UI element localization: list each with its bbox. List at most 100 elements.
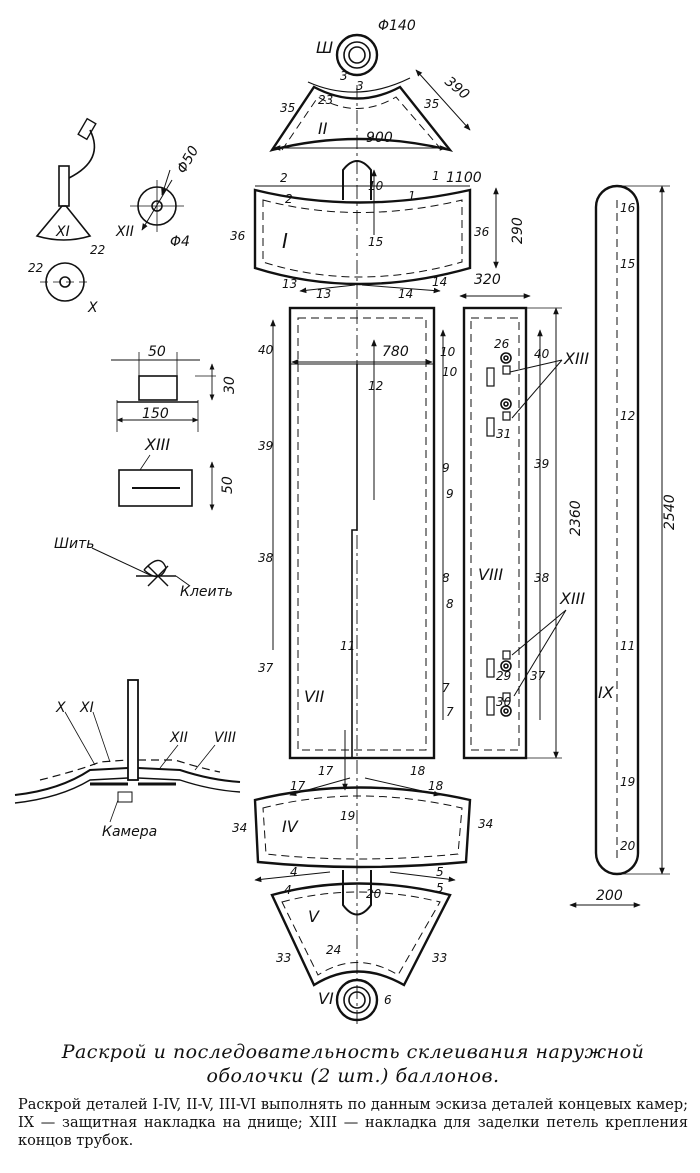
seam-18a: 18 <box>410 764 426 778</box>
label-part-viii: VIII <box>478 565 503 584</box>
dim-390: 390 <box>441 74 472 103</box>
label-part-vii: VII <box>304 687 325 706</box>
dim-phi50: Φ50 <box>174 143 202 176</box>
label-part-xiii-top: XIII <box>563 349 589 368</box>
seam-19: 19 <box>340 809 355 823</box>
seam-36a: 36 <box>230 229 246 243</box>
caption-title: Раскрой и последовательность склеивания … <box>61 1041 645 1087</box>
label-22-a: 22 <box>90 243 105 257</box>
stitch-symbol <box>91 547 191 587</box>
label-part-vi: VI <box>318 989 334 1008</box>
xiii-patch-sketch <box>111 352 216 511</box>
seam-13b: 13 <box>316 287 331 301</box>
xiii-leader-bottom <box>511 609 567 697</box>
dim-200: 200 <box>596 888 623 904</box>
label-xii-section: XII <box>169 730 188 746</box>
seam-30: 30 <box>496 695 512 709</box>
seam-9a: 9 <box>442 461 450 475</box>
seam-5a: 5 <box>436 865 444 879</box>
label-xii-sketch: XII <box>115 224 134 240</box>
label-part-xiii-bottom: XIII <box>559 589 585 608</box>
seam-15b: 15 <box>620 257 635 271</box>
caption-note: Раскрой деталей I-IV, II-V, III-VI выпол… <box>18 1097 688 1149</box>
seam-16: 16 <box>620 201 636 215</box>
xiii-leader-top <box>509 359 563 419</box>
label-part-iv: IV <box>282 817 299 836</box>
seam-4a: 4 <box>290 865 298 879</box>
label-part-iii: Ш <box>316 38 333 57</box>
seam-35a: 35 <box>280 101 295 115</box>
xiii-patches-top <box>486 352 512 437</box>
seam-1a: 1 <box>432 169 440 183</box>
seam-3b: 3 <box>356 79 364 93</box>
seam-15: 15 <box>368 235 383 249</box>
seam-2b: 2 <box>285 192 293 206</box>
label-viii-section: VIII <box>214 730 236 746</box>
part-viii-panel <box>462 306 528 760</box>
seam-31: 31 <box>496 427 511 441</box>
label-chamber: Камера <box>102 824 157 840</box>
part-v-sector <box>270 882 452 987</box>
dim-320: 320 <box>474 272 501 288</box>
seam-10b: 10 <box>442 365 458 379</box>
seam-13a: 13 <box>282 277 297 291</box>
part-i-panel <box>253 188 472 286</box>
label-part-ix: IX <box>598 683 615 702</box>
part-ii-slot <box>342 160 372 200</box>
seam-7a: 7 <box>442 681 450 695</box>
seam-14a: 14 <box>398 287 413 301</box>
seam-17a: 17 <box>318 764 334 778</box>
seam-36b: 36 <box>474 225 490 239</box>
seam-7b: 7 <box>446 705 454 719</box>
seam-3a: 3 <box>340 69 348 83</box>
figure-caption: Раскрой и последовательность склеивания … <box>18 1040 688 1150</box>
seam-12a: 12 <box>368 379 383 393</box>
seam-29: 29 <box>496 669 511 683</box>
seam-40b: 40 <box>534 347 550 361</box>
seam-38b: 38 <box>534 571 550 585</box>
part-iv-panel <box>253 786 472 869</box>
dim-30: 30 <box>222 376 238 394</box>
label-part-v: V <box>308 907 320 926</box>
label-part-i: I <box>282 229 288 253</box>
dim-50-side: 50 <box>220 476 236 494</box>
part-vi-ring <box>335 978 379 1022</box>
part-ii-sector <box>269 77 454 152</box>
seam-35b: 35 <box>424 97 439 111</box>
seam-39a: 39 <box>258 439 273 453</box>
seam-10: 10 <box>368 179 384 193</box>
seam-37b: 37 <box>530 669 546 683</box>
dim-290: 290 <box>510 217 526 244</box>
dim-150: 150 <box>142 406 169 422</box>
cutting-layout-drawing: Ш II I VII VIII IV V VI IX XIII XIII XII… <box>14 18 678 1025</box>
seam-9b: 9 <box>446 487 454 501</box>
label-part-xiii-sketch: XIII <box>144 435 170 454</box>
seam-14b: 14 <box>432 275 447 289</box>
dim-2360: 2360 <box>568 500 584 536</box>
dim-390-line <box>415 69 471 131</box>
part-ix-strip <box>594 184 640 876</box>
label-sew: Шить <box>54 536 94 552</box>
part-iii-ring <box>335 33 379 77</box>
xi-cone-sketch <box>35 117 97 241</box>
seam-8a: 8 <box>442 571 450 585</box>
label-xi-sketch: XI <box>55 224 70 240</box>
seam-20: 20 <box>366 887 382 901</box>
seam-39b: 39 <box>534 457 549 471</box>
dim-780: 780 <box>382 344 409 360</box>
seam-5b: 5 <box>436 881 444 895</box>
dim-50-top: 50 <box>148 344 166 360</box>
seam-20b: 20 <box>620 839 636 853</box>
label-x-section: X <box>55 700 66 716</box>
x-disk-sketch <box>40 262 90 302</box>
seam-38a: 38 <box>258 551 274 565</box>
label-22-b: 22 <box>28 261 43 275</box>
label-x-sketch: X <box>87 300 98 316</box>
seam-11a: 11 <box>340 639 355 653</box>
seam-8b: 8 <box>446 597 454 611</box>
seam-1b: 1 <box>408 189 416 203</box>
label-glue: Клеить <box>180 584 233 600</box>
seam-11b: 11 <box>620 639 635 653</box>
seam-19b: 19 <box>620 775 635 789</box>
label-xi-section: XI <box>79 700 94 716</box>
